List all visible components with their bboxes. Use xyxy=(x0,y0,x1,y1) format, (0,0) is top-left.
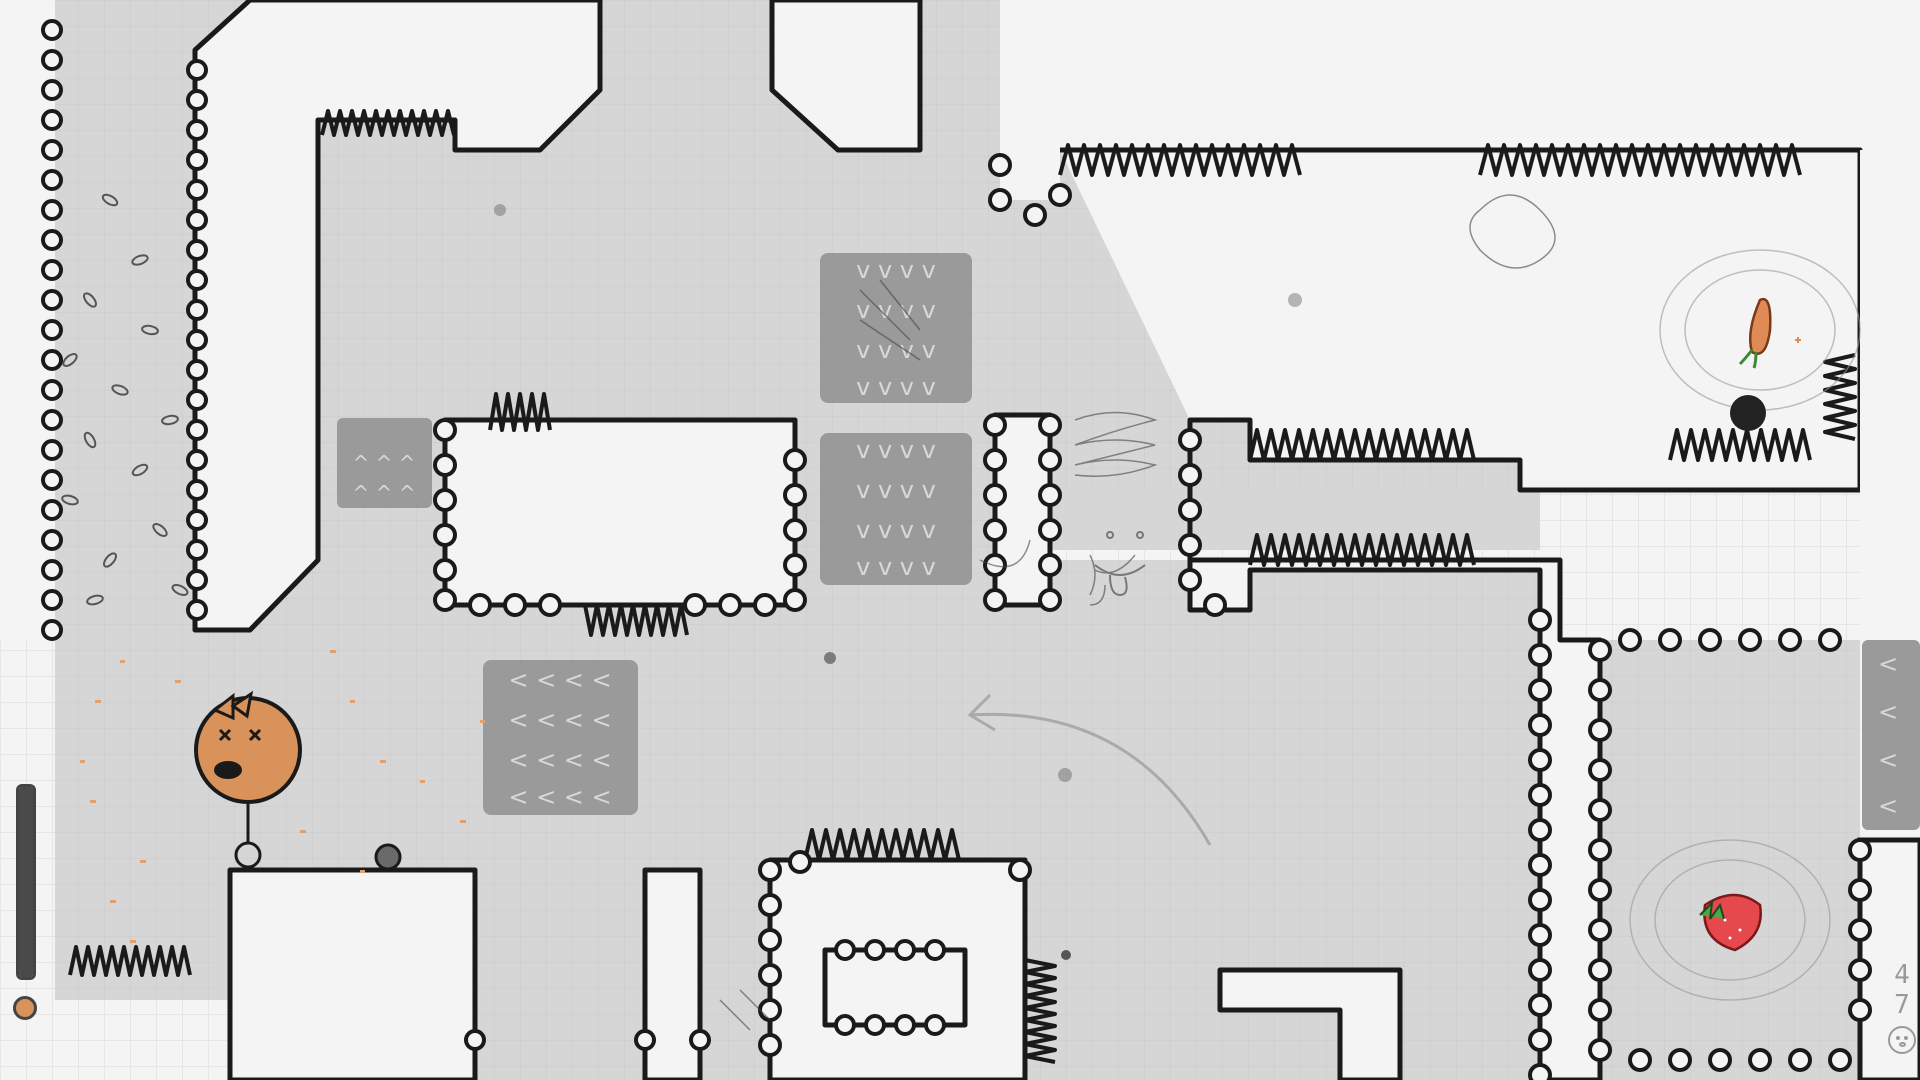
arrow-pad-left: < < < < xyxy=(1862,640,1920,830)
svg-text:<: < xyxy=(1878,650,1898,678)
svg-text:^ ^ ^: ^ ^ ^ xyxy=(353,481,416,505)
strawberry-collectible[interactable] xyxy=(1699,893,1762,952)
doodle-face xyxy=(1094,531,1146,597)
health-bar-fill xyxy=(19,787,33,977)
svg-text:v v v v: v v v v xyxy=(856,256,936,284)
player-character xyxy=(194,690,302,869)
beetle-critter xyxy=(374,843,402,871)
arrow-pad-left: < < < < < < < < < < < < < < < < xyxy=(483,660,638,815)
health-bar xyxy=(16,784,36,980)
hint-arrow-sketch xyxy=(967,693,1212,846)
svg-text:v v v v: v v v v xyxy=(856,336,936,364)
svg-text:v v v v: v v v v xyxy=(856,373,936,401)
svg-text:v v v v: v v v v xyxy=(856,553,936,581)
bushes xyxy=(41,19,1872,1080)
impact-particles xyxy=(80,650,485,943)
orange-ball-icon xyxy=(13,996,37,1020)
svg-text:< < < <: < < < < xyxy=(508,666,611,694)
spikes xyxy=(68,109,1857,1064)
svg-text:v v v v: v v v v xyxy=(856,436,936,464)
svg-text:<: < xyxy=(1878,746,1898,774)
svg-text:< < < <: < < < < xyxy=(508,746,611,774)
carrot-collectible[interactable] xyxy=(1738,297,1801,369)
svg-text:<: < xyxy=(1878,792,1898,820)
svg-text:^ ^ ^: ^ ^ ^ xyxy=(353,451,416,475)
hole-dots xyxy=(494,204,1766,960)
collectible-counter: 4 7 xyxy=(1890,960,1914,1020)
svg-text:< < < <: < < < < xyxy=(508,706,611,734)
svg-text:v v v v: v v v v xyxy=(856,516,936,544)
svg-text:v v v v: v v v v xyxy=(856,476,936,504)
arrow-pad-down: v v v v v v v v v v v v v v v v xyxy=(820,253,972,403)
counter-digit: 4 xyxy=(1894,960,1910,990)
arrow-pads: ^ ^ ^ ^ ^ ^ v v v v v v v v v v v v v v … xyxy=(337,253,1920,830)
scribble-decoration xyxy=(719,194,1556,1031)
leaf-pile xyxy=(61,193,189,606)
arrow-pad-up: ^ ^ ^ ^ ^ ^ xyxy=(337,418,432,508)
smiley-face-icon xyxy=(1888,1026,1916,1054)
svg-text:< < < <: < < < < xyxy=(508,783,611,811)
svg-text:<: < xyxy=(1878,698,1898,726)
arrow-pad-down: v v v v v v v v v v v v v v v v xyxy=(820,433,972,585)
counter-digit: 7 xyxy=(1894,990,1910,1020)
